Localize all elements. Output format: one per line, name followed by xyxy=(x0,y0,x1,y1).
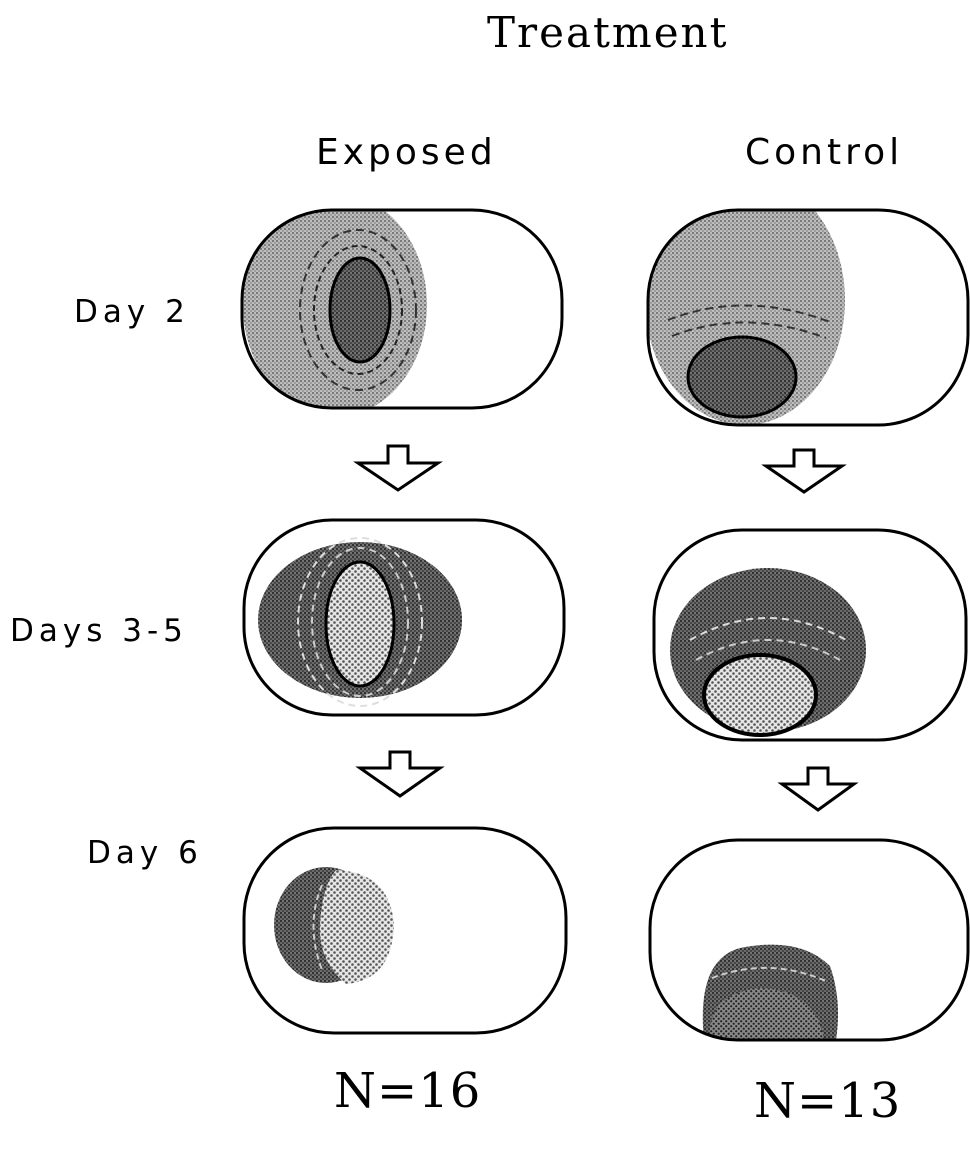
embryo-core xyxy=(688,337,796,417)
egg-exposed-day-2 xyxy=(242,193,562,417)
arrow-down-icon xyxy=(358,446,438,490)
egg-exposed-days-3-5 xyxy=(244,520,564,715)
egg-control-day-2 xyxy=(645,175,968,425)
egg-exposed-day-6 xyxy=(244,828,566,1033)
arrow-down-icon xyxy=(782,768,854,810)
embryo-core xyxy=(704,655,816,735)
embryo-core xyxy=(320,870,394,984)
egg-control-days-3-5 xyxy=(654,530,966,740)
embryo-core xyxy=(330,258,390,362)
arrow-down-icon xyxy=(360,752,440,796)
embryo-core xyxy=(326,562,394,686)
arrow-down-icon xyxy=(766,450,842,492)
egg-control-day-6 xyxy=(650,840,968,1040)
